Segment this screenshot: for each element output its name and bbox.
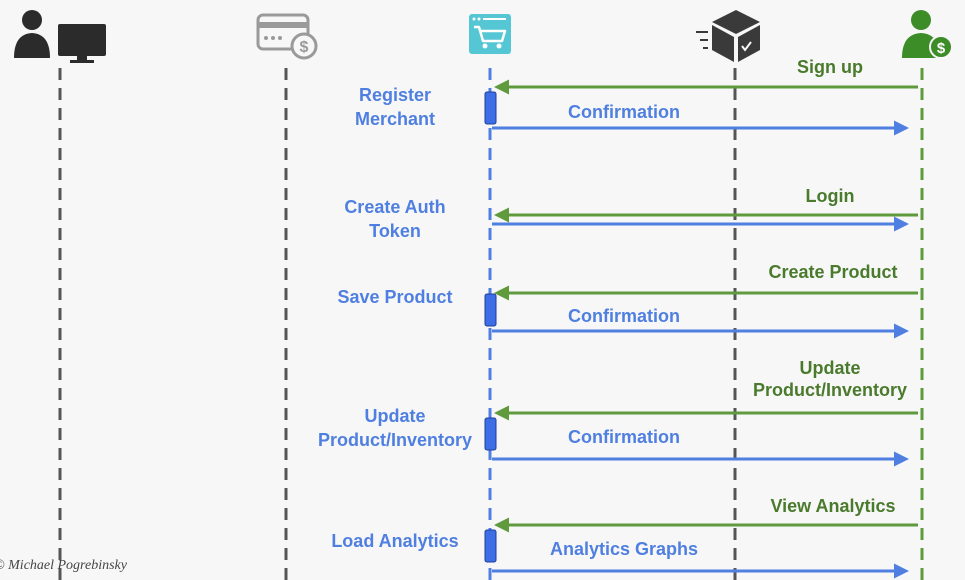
step-label: Product/Inventory (318, 430, 472, 450)
reply-label: Confirmation (568, 306, 680, 326)
activation-bar (484, 91, 497, 125)
author-credit: © Michael Pogrebinsky (0, 558, 127, 573)
svg-text:$: $ (937, 40, 946, 57)
step-label: Merchant (355, 109, 435, 129)
reply-label: Analytics Graphs (550, 539, 698, 559)
svg-text:$: $ (300, 39, 309, 56)
step-label: Save Product (337, 287, 452, 307)
merchant-person-dollar-icon: $ (902, 10, 953, 59)
credit-card-dollar-icon: $ (256, 13, 318, 60)
person-computer-icon (14, 10, 106, 63)
incoming-label: Create Product (768, 262, 897, 282)
incoming-label: Product/Inventory (753, 380, 907, 400)
package-box-icon (696, 10, 760, 62)
activation-bar (484, 293, 497, 327)
step-label: Create Auth (344, 197, 445, 217)
step-label: Token (369, 221, 421, 241)
lifelines (58, 68, 924, 580)
reply-label: Confirmation (568, 427, 680, 447)
reply-label: Confirmation (568, 102, 680, 122)
activation-bar (484, 529, 497, 563)
incoming-label: Sign up (797, 57, 863, 77)
activation-bar (484, 417, 497, 451)
shopping-cart-window-icon (469, 14, 511, 54)
step-label: Update (364, 406, 425, 426)
incoming-label: View Analytics (770, 496, 895, 516)
step-label: Register (359, 85, 431, 105)
step-4: UpdateProduct/InventoryUpdateProduct/Inv… (318, 358, 918, 467)
step-label: Load Analytics (331, 531, 458, 551)
incoming-label: Login (806, 186, 855, 206)
incoming-label: Update (799, 358, 860, 378)
